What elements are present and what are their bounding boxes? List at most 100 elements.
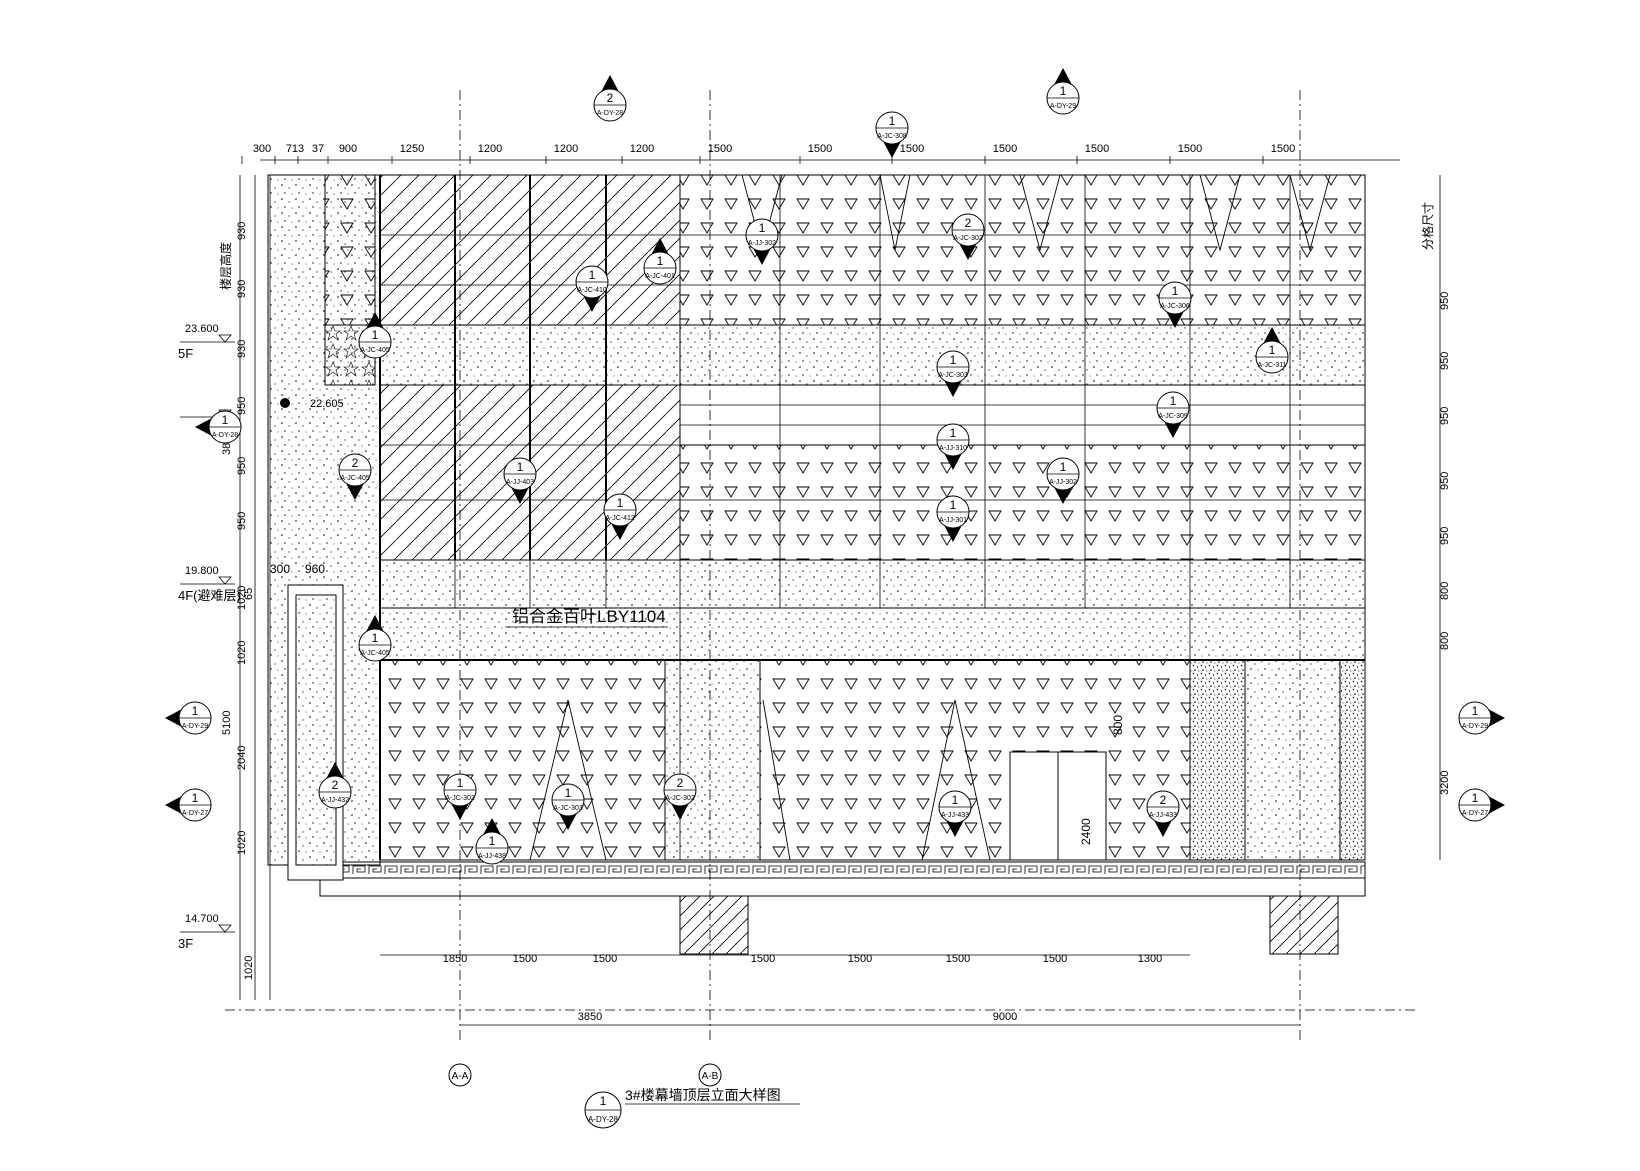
section-mark-sheet: A-JJ-432 — [321, 797, 349, 804]
top-dim-label: 1500 — [1178, 143, 1202, 155]
left-panel-triangles — [324, 174, 376, 326]
section-mark-num: 1 — [950, 353, 957, 367]
top-dim-label: 1200 — [630, 143, 654, 155]
beam-a — [679, 895, 749, 955]
section-mark-sheet: A-JC-410 — [577, 287, 607, 294]
title-text: 3#楼幕墙顶层立面大样图 — [625, 1087, 781, 1103]
left-dimension-lines — [239, 175, 271, 1000]
level-elevation: 14.700 — [185, 913, 219, 925]
right-dim-3200: 3200 — [1439, 771, 1451, 795]
section-mark-num: 1 — [372, 328, 379, 342]
section-mark: 1A-DY-29 — [1046, 68, 1080, 115]
section-mark-sheet: A-JC-308 — [877, 133, 907, 140]
level-elevation: 22.605 — [310, 398, 344, 410]
section-mark-num: 2 — [1160, 793, 1167, 807]
section-mark-sheet: A-JC-306 — [1160, 303, 1190, 310]
grid-axis-label: A-B — [702, 1071, 719, 1082]
bottom-dim-label: 1500 — [751, 953, 775, 965]
section-mark-sheet: A-JC-405 — [360, 650, 390, 657]
right-dim-label: 950 — [1439, 292, 1451, 310]
section-mark-num: 2 — [332, 778, 339, 792]
bottom-dim-label: 1500 — [513, 953, 537, 965]
section-mark: 1A-DY-29 — [165, 701, 212, 735]
left-dimension-labels: 9309309309509509503800102010202040102051… — [221, 222, 248, 855]
facade-panels — [267, 174, 1366, 955]
section-mark-num: 1 — [950, 498, 957, 512]
section-mark-sheet: A-DY-27 — [182, 810, 208, 817]
bottom-dim-label: 1850 — [443, 953, 467, 965]
section-mark: 1A-JC-405 — [358, 312, 392, 359]
stone-panel-b4 — [1339, 659, 1366, 861]
section-mark-sheet: A-JC-303 — [553, 805, 583, 812]
section-mark-num: 1 — [657, 254, 664, 268]
top-dim-label: 1500 — [1271, 143, 1295, 155]
section-mark-sheet: A-JC-405 — [340, 475, 370, 482]
section-mark-num: 1 — [1269, 343, 1276, 357]
bottom-dim-label: 1500 — [946, 953, 970, 965]
bottom-total-label: 3850 — [578, 1011, 602, 1023]
section-mark-num: 1 — [950, 426, 957, 440]
section-mark-num: 2 — [352, 456, 359, 470]
section-mark: 1A-DY-28 — [195, 410, 242, 444]
section-mark-sheet: A-JJ-302 — [1049, 479, 1077, 486]
grid-axis-label: A-A — [452, 1071, 469, 1082]
top-dim-label: 1500 — [993, 143, 1017, 155]
datum-point — [280, 398, 290, 408]
top-dim-label: 1250 — [400, 143, 424, 155]
triangle-field-middle — [679, 444, 1366, 561]
stone-panel-b3 — [1244, 659, 1341, 861]
bottom-dim-label: 1500 — [593, 953, 617, 965]
right-dim-label: 950 — [1439, 472, 1451, 490]
section-mark: 1A-JC-412 — [603, 493, 637, 540]
small-dim-300: 300 — [270, 562, 290, 576]
section-mark-sheet: A-JC-401 — [645, 273, 675, 280]
section-mark-sheet: A-JJ-438 — [478, 853, 506, 860]
section-mark-num: 1 — [1060, 460, 1067, 474]
section-mark-num: 1 — [565, 786, 572, 800]
level-triangle — [218, 924, 232, 933]
section-mark: 1A-DY-27 — [1458, 788, 1505, 822]
section-mark-num: 1 — [222, 413, 229, 427]
level-elevation: 19.800 — [185, 565, 219, 577]
section-mark-num: 2 — [965, 216, 972, 230]
section-mark-sheet: A-JC-302 — [445, 795, 475, 802]
section-mark-num: 1 — [952, 793, 959, 807]
section-mark-num: 1 — [192, 791, 199, 805]
right-dim-label: 950 — [1439, 352, 1451, 370]
louver-strip-right — [679, 384, 1366, 446]
bottom-dim-label: 1500 — [1043, 953, 1067, 965]
right-dim-label: 950 — [1439, 407, 1451, 425]
section-mark-sheet: A-JJ-302 — [748, 240, 776, 247]
beam-b — [1269, 895, 1339, 955]
title-ref-num: 1 — [600, 1094, 607, 1108]
section-mark: 1A-DY-29 — [1458, 701, 1505, 735]
door-dim-2400: 2400 — [1079, 818, 1093, 845]
section-mark: 2A-DY-28 — [593, 75, 627, 122]
top-dim-label: 1500 — [1085, 143, 1109, 155]
door-dim-800: 800 — [1111, 715, 1125, 735]
section-mark: 2A-JC-405 — [338, 453, 372, 500]
section-mark-num: 1 — [517, 460, 524, 474]
section-mark-sheet: A-DY-27 — [1462, 810, 1488, 817]
triangle-field-top — [679, 174, 1366, 326]
section-mark-num: 1 — [1472, 704, 1479, 718]
top-dim-label: 1500 — [808, 143, 832, 155]
section-mark-sheet: A-DY-28 — [597, 110, 623, 117]
left-dim-label: 950 — [236, 397, 248, 415]
top-dim-label: 37 — [312, 143, 324, 155]
section-mark: 1A-JC-306 — [1158, 281, 1192, 328]
section-mark-num: 1 — [489, 834, 496, 848]
top-dim-label: 1500 — [708, 143, 732, 155]
panel-grid — [379, 174, 1366, 861]
section-mark-sheet: A-JC-412 — [605, 515, 635, 522]
left-dim-label: 1020 — [236, 831, 248, 855]
section-mark: 1A-JJ-301 — [936, 495, 970, 542]
title-ref-sheet: A-DY-28 — [588, 1115, 618, 1124]
section-mark: 1A-JC-309 — [1156, 391, 1190, 438]
section-mark-sheet: A-JC-303 — [938, 372, 968, 379]
section-mark-sheet: A-JJ-433 — [1149, 812, 1177, 819]
small-dim-960: 960 — [305, 562, 325, 576]
